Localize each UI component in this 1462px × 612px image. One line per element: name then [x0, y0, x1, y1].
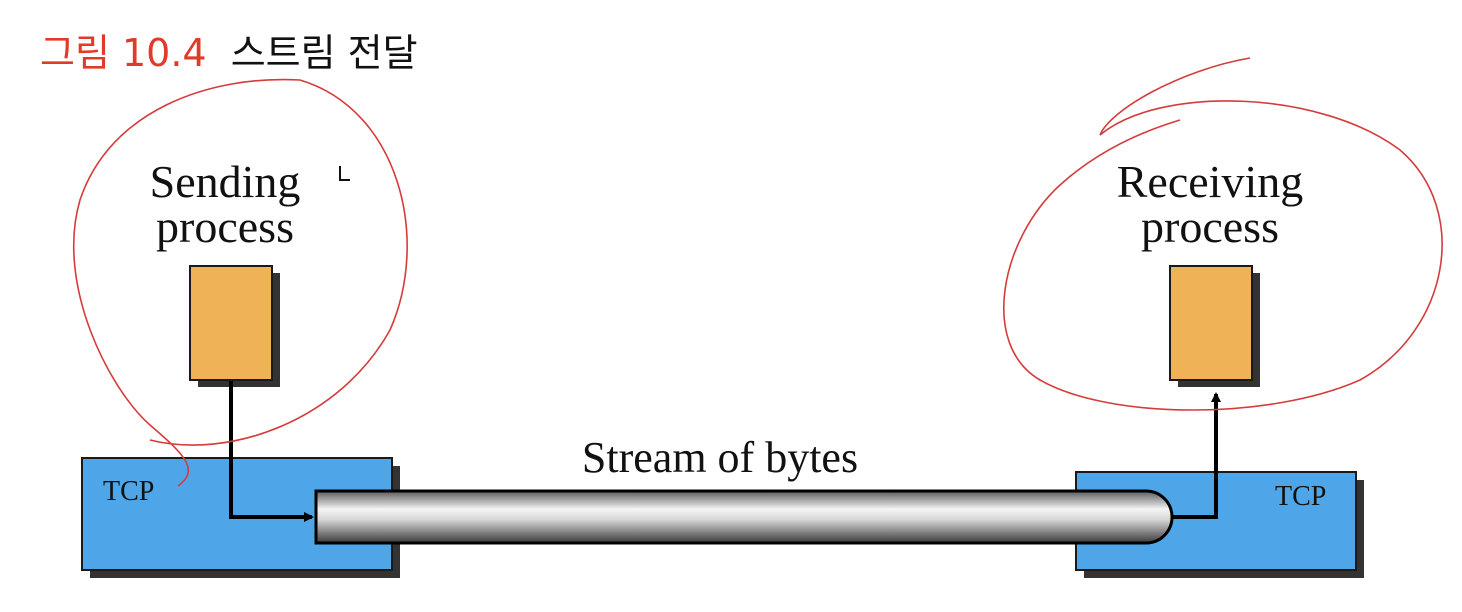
stream-label: Stream of bytes — [582, 433, 858, 482]
send-arrow — [229, 381, 314, 522]
receive-arrow — [1172, 392, 1221, 519]
receiving-label-line1: Receiving — [1117, 156, 1304, 207]
receiving-label-line2: process — [1141, 201, 1279, 252]
receiver-ink-circle — [1002, 57, 1443, 411]
sender-ink-circle — [72, 78, 408, 487]
sending-process: Sending process — [150, 156, 301, 387]
sender-tcp-label: TCP — [103, 476, 154, 507]
sending-label-line2: process — [156, 201, 294, 252]
receiver-tcp-label: TCP — [1275, 481, 1326, 512]
sending-label-line1: Sending — [150, 156, 301, 207]
figure-title: 스트림 전달 — [231, 31, 418, 75]
byte-stream-pipe — [314, 489, 1174, 545]
figure-caption: 그림 10.4 스트림 전달 — [40, 31, 418, 75]
handwritten-mark — [339, 166, 350, 181]
handwritten-annotations: ㄴ — [72, 57, 1443, 487]
figure-label: 그림 10.4 — [40, 31, 207, 75]
receiving-process: Receiving process — [1117, 156, 1304, 387]
